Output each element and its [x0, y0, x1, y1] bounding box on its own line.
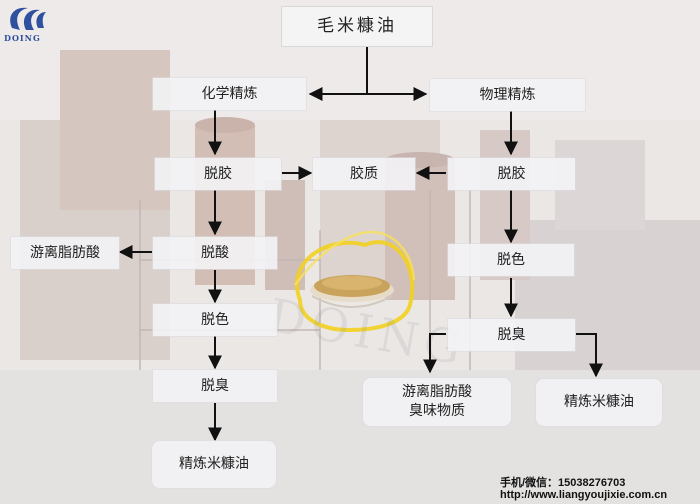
node-refined-oil-right: 精炼米糠油 [536, 379, 662, 426]
node-crude-rice-bran-oil: 毛米糠油 [282, 7, 432, 46]
contact-url: http://www.liangyoujixie.com.cn [500, 489, 668, 501]
contact-phone: 手机/微信：15038276703 [500, 477, 626, 489]
node-physical-refining: 物理精炼 [430, 79, 585, 111]
node-refined-oil-left: 精炼米糠油 [152, 441, 276, 488]
node-gum: 胶质 [313, 158, 415, 190]
logo-text: DOING [4, 33, 41, 43]
node-deacidification: 脱酸 [153, 237, 277, 269]
node-free-fatty-acid-left: 游离脂肪酸 [11, 237, 119, 269]
node-bleaching-right: 脱色 [448, 244, 574, 276]
node-bleaching-left: 脱色 [153, 304, 277, 336]
node-deodorization-right: 脱臭 [448, 319, 575, 351]
doing-logo-icon [10, 7, 46, 30]
node-degumming-right: 脱胶 [448, 158, 575, 190]
node-degumming-left: 脱胶 [155, 158, 281, 190]
ffa-line: 游离脂肪酸 [402, 384, 472, 400]
node-chemical-refining: 化学精炼 [153, 78, 306, 110]
odor-line: 臭味物质 [409, 403, 465, 419]
node-ffa-odor-substances: 游离脂肪酸 臭味物质 [363, 378, 511, 426]
node-deodorization-left: 脱臭 [153, 370, 277, 402]
rice-bran-bowl-image [293, 230, 416, 333]
